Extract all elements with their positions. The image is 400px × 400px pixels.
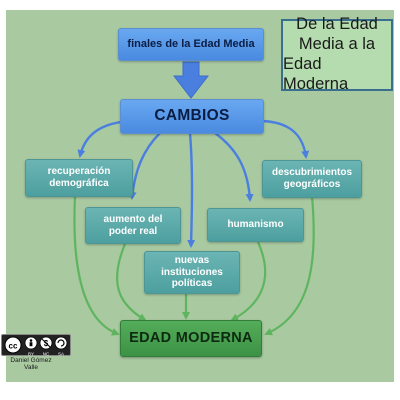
node-aumento-poder-real: aumento del poder real [85, 207, 181, 244]
node-recuperacion-label-2: demográfica [49, 178, 109, 189]
arrow-cambios-nuevas [187, 132, 196, 248]
cc-label-by: BY [28, 352, 34, 357]
node-aumento-label-2: poder real [108, 225, 158, 237]
node-nuevas-instituciones: nuevas instituciones políticas [144, 251, 240, 294]
node-descubrimientos-geograficos: descubrimientos geográficos [262, 160, 362, 198]
node-cambios-label: CAMBIOS [154, 107, 230, 125]
arrow-aumento-moderna [115, 243, 147, 322]
node-finales-edad-media: finales de la Edad Media [118, 28, 264, 61]
node-descubrimientos-label-1: descubrimientos [271, 167, 353, 179]
node-recuperacion-demografica: recuperación demográfica [25, 159, 133, 197]
node-recuperacion-label-1: recuperación [47, 166, 111, 178]
cc-label-sa: SA [58, 352, 64, 357]
arrow-humanismo-moderna [230, 241, 267, 321]
creative-commons-icon: cc $ BY NC SA [4, 336, 68, 357]
arrow-origen-cambios [172, 61, 210, 99]
node-humanismo-label: humanismo [227, 219, 284, 231]
license-author-line-1: Daniel Gómez [10, 357, 52, 364]
node-nuevas-label-1: nuevas [174, 254, 210, 266]
node-nuevas-label-3: políticas [171, 278, 213, 290]
node-humanismo: humanismo [207, 208, 304, 242]
arrow-cambios-aumento [128, 132, 161, 200]
creative-commons-bar: cc $ BY NC SA [1, 334, 71, 357]
node-edad-moderna: EDAD MODERNA [120, 320, 262, 357]
node-descubrimientos-label-2: geográficos [283, 179, 341, 190]
arrow-cambios-descubrimientos [261, 119, 310, 159]
node-edad-moderna-label: EDAD MODERNA [129, 329, 253, 346]
node-finales-edad-media-label: finales de la Edad Media [127, 38, 255, 51]
license-author-line-2: Valle [24, 364, 38, 372]
title-line-2: Media a la [298, 35, 376, 54]
diagram-title-box: De la Edad Media a la Edad Moderna [281, 15, 393, 93]
title-line-1: De la Edad [296, 15, 378, 34]
arrow-recuperacion-moderna [73, 195, 120, 336]
node-nuevas-label-2: instituciones [161, 266, 223, 278]
license-badge[interactable]: cc $ BY NC SA Daniel Gómez Valle [1, 334, 71, 372]
cc-label-nc: NC [43, 352, 50, 357]
license-author: Daniel Gómez Valle [1, 357, 61, 372]
arrow-descubrimientos-moderna [264, 195, 315, 336]
node-cambios: CAMBIOS [120, 99, 264, 134]
arrow-cambios-humanismo [214, 132, 254, 202]
title-line-3: Edad Moderna [283, 55, 349, 93]
svg-text:cc: cc [9, 342, 18, 351]
node-aumento-label-1: aumento del [103, 213, 163, 225]
